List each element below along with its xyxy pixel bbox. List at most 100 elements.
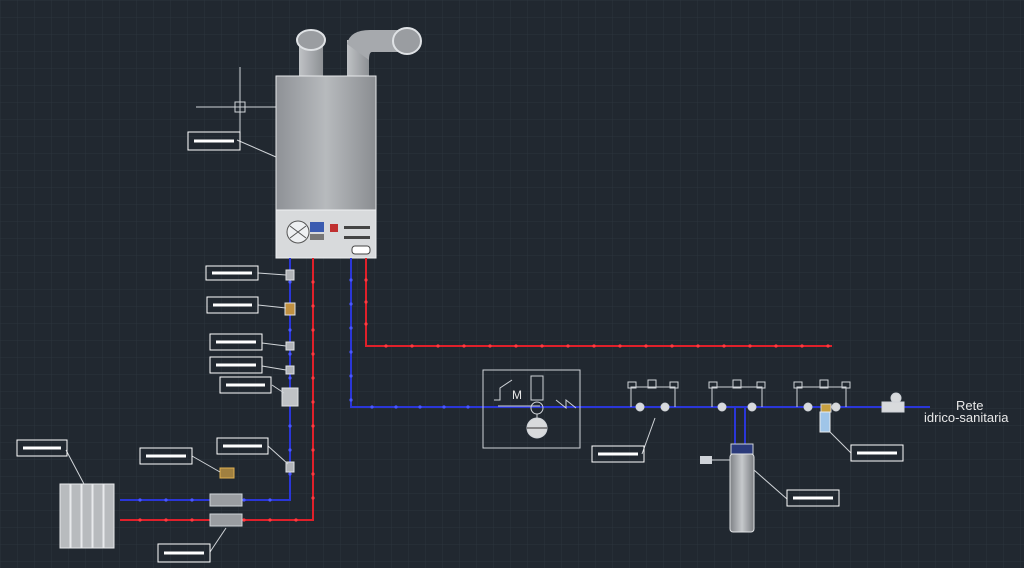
- boiler: [275, 75, 377, 259]
- pipe-marker: [288, 448, 292, 452]
- motor-label: M: [512, 388, 522, 402]
- callout-boxes: [16, 131, 904, 563]
- pipe-marker: [268, 518, 272, 522]
- water-softener: [700, 407, 755, 533]
- pipe-marker: [418, 405, 422, 409]
- callout-box: [850, 444, 904, 462]
- pipe-marker: [364, 322, 368, 326]
- callout-text-placeholder: [216, 363, 256, 367]
- pipe-marker: [644, 344, 648, 348]
- pipe-marker: [311, 352, 315, 356]
- pipe-marker: [311, 304, 315, 308]
- callout-text-placeholder: [194, 139, 234, 143]
- callout-box: [216, 437, 269, 455]
- pipe-marker: [288, 280, 292, 284]
- pipe-marker: [514, 344, 518, 348]
- pipe-marker: [311, 328, 315, 332]
- pipe-marker: [462, 344, 466, 348]
- callout-text-placeholder: [23, 446, 61, 450]
- network-label-line1: Rete: [956, 398, 984, 413]
- callout-box: [591, 445, 645, 463]
- pipe-marker: [349, 398, 353, 402]
- pipe-marker: [618, 344, 622, 348]
- pipe-marker: [349, 278, 353, 282]
- network-label-line2: idrico-sanitaria: [924, 410, 1009, 425]
- manifold: [209, 467, 243, 527]
- pipe-marker: [164, 518, 168, 522]
- pipe-marker: [311, 448, 315, 452]
- meter-assembly: [881, 392, 905, 413]
- pipe-marker: [826, 344, 830, 348]
- pipe-marker: [294, 518, 298, 522]
- pipe-marker: [311, 424, 315, 428]
- pipe-marker: [722, 344, 726, 348]
- pipe-marker: [311, 376, 315, 380]
- pipe-marker: [436, 344, 440, 348]
- pipe-marker: [394, 405, 398, 409]
- pipe-marker: [566, 344, 570, 348]
- pipe-marker: [190, 498, 194, 502]
- filter-cartridge: [819, 411, 831, 433]
- supply-pipe-heating: [120, 258, 314, 521]
- pipe-marker: [442, 405, 446, 409]
- pipe-marker: [288, 472, 292, 476]
- pipe-marker: [488, 344, 492, 348]
- pipe-marker: [311, 400, 315, 404]
- crosshair-reference: [196, 67, 286, 140]
- pipe-marker: [370, 405, 374, 409]
- pipe-marker: [349, 350, 353, 354]
- return-pipe-heating: [120, 258, 291, 501]
- pipe-marker: [349, 374, 353, 378]
- pipe-marker: [164, 498, 168, 502]
- pipe-marker: [311, 496, 315, 500]
- callout-text-placeholder: [212, 271, 252, 275]
- pipe-marker: [410, 344, 414, 348]
- flue-pipes: [296, 27, 422, 76]
- callout-text-placeholder: [226, 383, 265, 387]
- pipe-marker: [242, 498, 246, 502]
- callout-text-placeholder: [164, 551, 204, 555]
- return-pipe-dhw: [350, 258, 930, 408]
- callout-box: [157, 543, 211, 563]
- pipe-marker: [311, 280, 315, 284]
- pipe-marker: [364, 300, 368, 304]
- callout-box: [205, 265, 259, 281]
- dosing-unit-box: [482, 369, 581, 449]
- callout-text-placeholder: [146, 454, 186, 458]
- pipe-marker: [800, 344, 804, 348]
- callout-box: [206, 296, 259, 314]
- callout-text-placeholder: [598, 452, 638, 456]
- callout-text-placeholder: [223, 444, 262, 448]
- callout-box: [187, 131, 241, 151]
- callout-box: [16, 439, 68, 457]
- pipe-marker: [670, 344, 674, 348]
- callout-box: [209, 356, 263, 374]
- pipe-marker: [138, 498, 142, 502]
- heating-valves: [281, 269, 299, 473]
- pipe-marker: [190, 518, 194, 522]
- callout-box: [139, 447, 193, 465]
- pipe-marker: [774, 344, 778, 348]
- pipe-marker: [349, 326, 353, 330]
- callout-box: [786, 489, 840, 507]
- valve-group-1: [627, 379, 679, 412]
- callout-box: [219, 376, 272, 394]
- callout-text-placeholder: [857, 451, 897, 455]
- pipe-marker: [268, 498, 272, 502]
- pipe-marker: [384, 344, 388, 348]
- valve-group-3: [793, 379, 851, 413]
- pipe-marker: [748, 344, 752, 348]
- callout-text-placeholder: [216, 340, 256, 344]
- supply-pipe-dhw: [365, 258, 832, 347]
- pipe-marker: [540, 344, 544, 348]
- pipe-marker: [364, 278, 368, 282]
- leader-lines: [65, 139, 852, 553]
- valve-group-2: [708, 379, 766, 412]
- pipe-marker: [349, 302, 353, 306]
- callout-text-placeholder: [793, 496, 833, 500]
- pipe-marker: [288, 424, 292, 428]
- pipe-marker: [138, 518, 142, 522]
- pipe-marker: [288, 376, 292, 380]
